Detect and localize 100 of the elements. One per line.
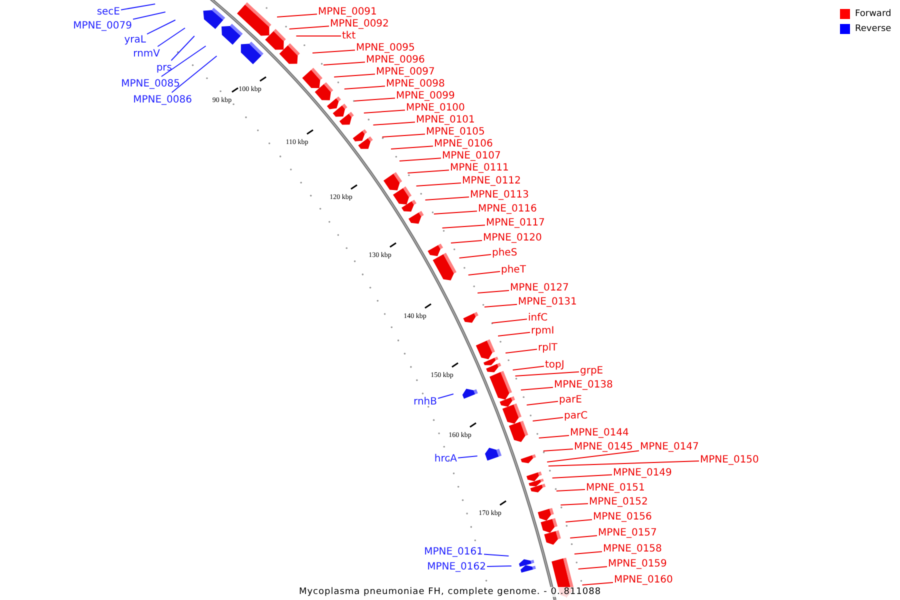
leader-line: [442, 224, 486, 228]
gene-label: MPNE_0106: [434, 138, 493, 150]
leader-line: [560, 503, 588, 506]
gene-label: MPNE_0152: [589, 496, 648, 508]
gene-label: parE: [559, 394, 582, 406]
leader-line: [146, 20, 176, 35]
leader-line: [552, 474, 612, 478]
leader-line: [322, 62, 366, 66]
leader-line: [468, 271, 500, 276]
leader-line: [498, 332, 530, 336]
gene-label: MPNE_0101: [416, 114, 475, 126]
gene-label: MPNE_0111: [450, 162, 509, 174]
legend-label: Forward: [855, 9, 892, 19]
leader-line: [512, 366, 544, 370]
gene-label: MPNE_0162: [427, 560, 486, 574]
leader-line: [526, 400, 558, 406]
leader-line: [276, 14, 318, 18]
gene-label: MPNE_0113: [470, 188, 529, 202]
leader-line: [548, 460, 700, 466]
gene-label: prs: [156, 62, 172, 74]
leader-line: [312, 50, 356, 54]
gene-label: parC: [564, 410, 588, 422]
gene-label: MPNE_0149: [613, 466, 672, 480]
leader-line: [574, 551, 602, 554]
gene-label: MPNE_0150: [700, 454, 759, 466]
gene-label: tkt: [342, 30, 356, 42]
leader-line: [542, 448, 574, 452]
leader-line: [288, 26, 330, 30]
leader-line: [565, 519, 592, 522]
leader-line: [477, 290, 510, 294]
leader-line: [390, 146, 434, 150]
gene-label: MPNE_0092: [330, 18, 389, 30]
gene-label: grpE: [580, 364, 604, 378]
gene-label: MPNE_0156: [593, 510, 652, 524]
leader-line: [484, 554, 510, 556]
gene-label: pheT: [501, 264, 526, 276]
leader-line: [582, 582, 614, 586]
leader-line: [484, 304, 518, 308]
leader-line: [532, 416, 564, 422]
leader-line: [438, 394, 454, 399]
leader-line: [450, 240, 482, 244]
leader-line: [407, 170, 450, 174]
gene-label: MPNE_0107: [442, 150, 501, 162]
leader-line: [170, 36, 195, 61]
leader-line: [398, 158, 442, 162]
gene-label: MPNE_0157: [598, 526, 657, 540]
leader-line: [492, 318, 528, 324]
gene-label: MPNE_0085: [121, 78, 180, 90]
gene-label: MPNE_0151: [586, 482, 645, 494]
leader-line: [363, 110, 406, 114]
leader-line: [546, 450, 640, 462]
gene-label: MPNE_0144: [570, 426, 629, 440]
leader-line: [458, 254, 492, 258]
leader-line: [334, 74, 376, 78]
leader-line: [171, 56, 218, 93]
gene-label: MPNE_0105: [426, 126, 485, 138]
legend-label: Reverse: [855, 24, 892, 34]
gene-label: MPNE_0127: [510, 282, 569, 294]
gene-label: MPNE_0138: [554, 378, 613, 392]
leader-line: [578, 566, 608, 570]
leader-line: [538, 435, 570, 438]
gene-label: rplT: [538, 342, 558, 354]
leader-line: [556, 489, 586, 492]
gene-label: MPNE_0131: [518, 296, 577, 308]
leader-line: [570, 535, 598, 538]
leader-line: [486, 566, 512, 567]
gene-label: MPNE_0145: [574, 440, 633, 454]
leader-line: [433, 210, 478, 214]
leader-line: [160, 46, 206, 77]
gene-label: MPNE_0091: [318, 6, 377, 18]
gene-label: rnmV: [133, 48, 160, 60]
gene-label: yraL: [124, 34, 146, 46]
gene-label: hrcA: [434, 452, 457, 466]
gene-label: rnhB: [414, 396, 437, 408]
gene-label: MPNE_0158: [603, 542, 662, 556]
gene-label: MPNE_0099: [396, 90, 455, 102]
gene-label: secE: [96, 6, 120, 18]
gene-label: MPNE_0160: [614, 574, 673, 586]
gene-label: rpmI: [531, 324, 554, 338]
gene-label: MPNE_0117: [486, 216, 545, 230]
leader-line: [514, 371, 580, 376]
gene-label: MPNE_0097: [376, 66, 435, 78]
leader-line: [424, 196, 470, 200]
leader-line: [120, 4, 156, 10]
leader-line: [132, 12, 166, 20]
leader-line: [372, 122, 416, 126]
gene-label: MPNE_0096: [366, 54, 425, 66]
gene-label: pheS: [492, 246, 518, 260]
leader-line: [505, 348, 538, 354]
gene-label: MPNE_0161: [424, 546, 483, 558]
gene-label: MPNE_0120: [483, 232, 542, 244]
gene-label: MPNE_0147: [640, 440, 699, 454]
gene-label: MPNE_0159: [608, 558, 667, 570]
gene-label: infC: [528, 312, 548, 324]
leader-line: [416, 182, 462, 186]
gene-label: MPNE_0098: [386, 78, 445, 90]
leader-line: [520, 386, 554, 390]
gene-label: MPNE_0116: [478, 202, 537, 216]
gene-label: MPNE_0079: [73, 20, 132, 32]
leader-line: [157, 28, 186, 47]
